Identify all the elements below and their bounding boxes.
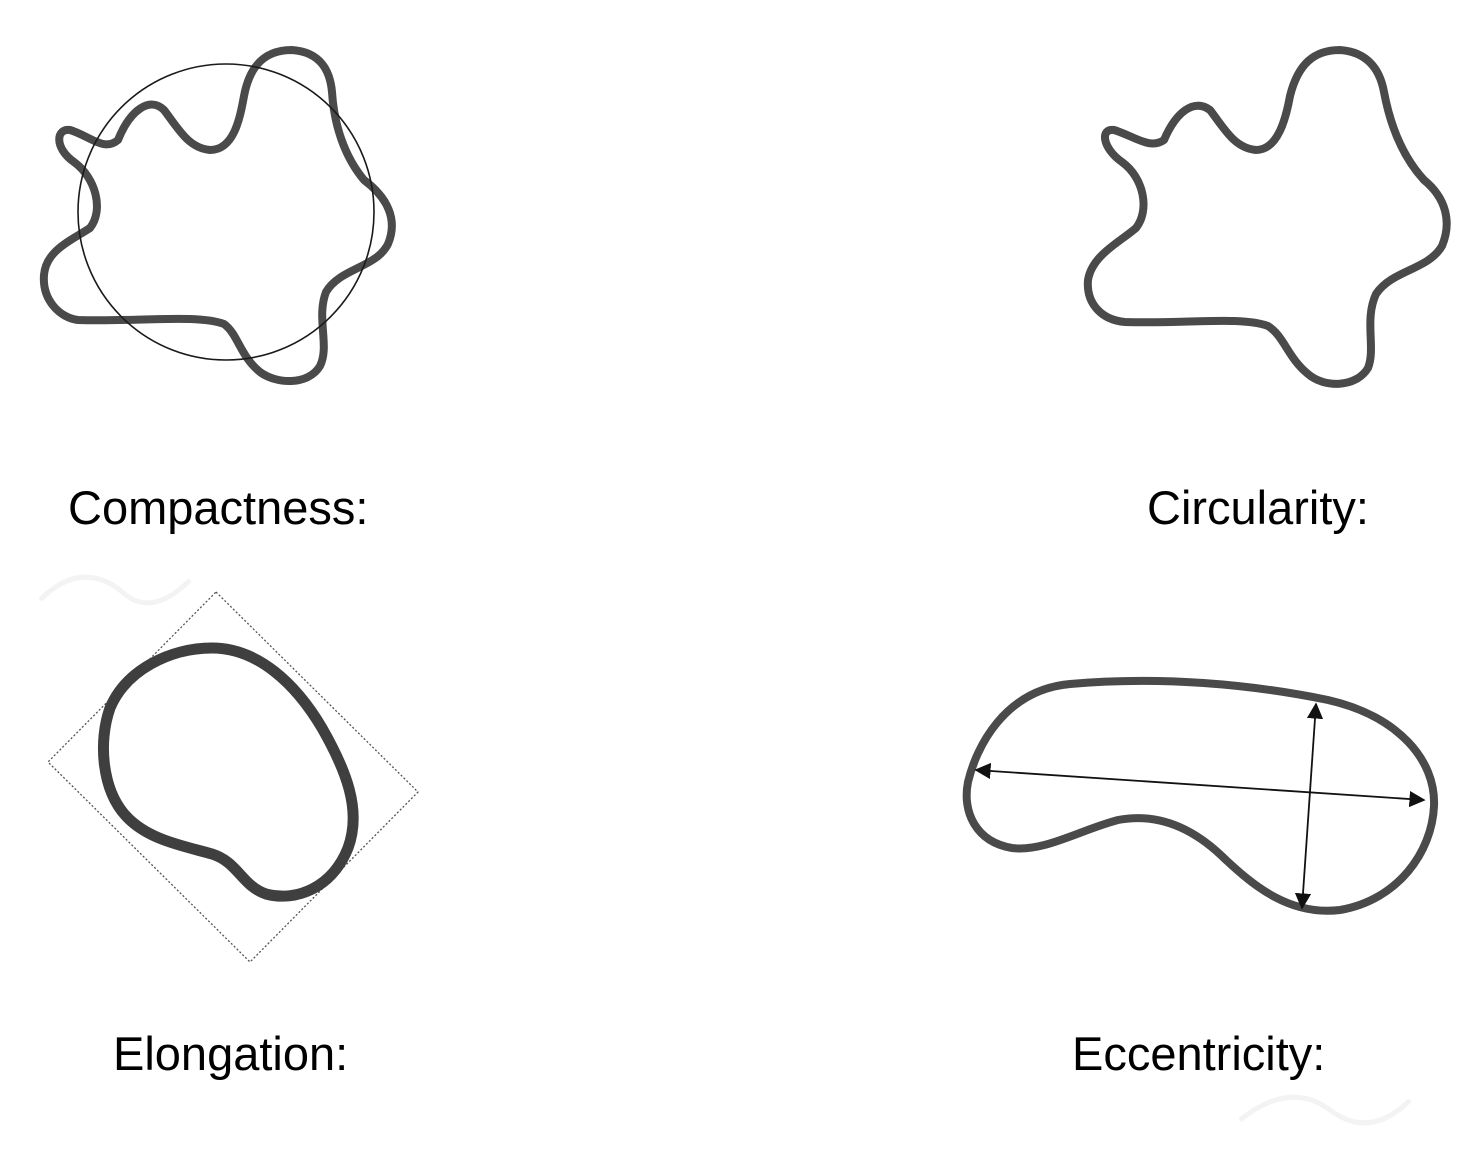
compactness-blob-outline xyxy=(39,46,396,386)
circularity-blob-outline xyxy=(1083,46,1451,388)
circularity-panel xyxy=(1083,46,1451,388)
eccentricity-major-axis xyxy=(974,762,1426,808)
watermark xyxy=(38,574,1412,1126)
eccentricity-blob-outline xyxy=(962,676,1439,915)
compactness-panel xyxy=(39,46,396,386)
elongation-panel xyxy=(47,591,419,963)
elongation-label: Elongation: xyxy=(113,1027,349,1080)
eccentricity-minor-axis xyxy=(1294,702,1324,910)
compactness-reference-circle xyxy=(77,63,375,361)
compactness-label: Compactness: xyxy=(68,481,369,534)
circularity-label: Circularity: xyxy=(1147,481,1369,534)
elongation-blob-outline xyxy=(97,642,359,902)
elongation-bounding-box xyxy=(47,591,419,963)
eccentricity-label: Eccentricity: xyxy=(1072,1027,1326,1080)
eccentricity-panel xyxy=(962,676,1439,915)
